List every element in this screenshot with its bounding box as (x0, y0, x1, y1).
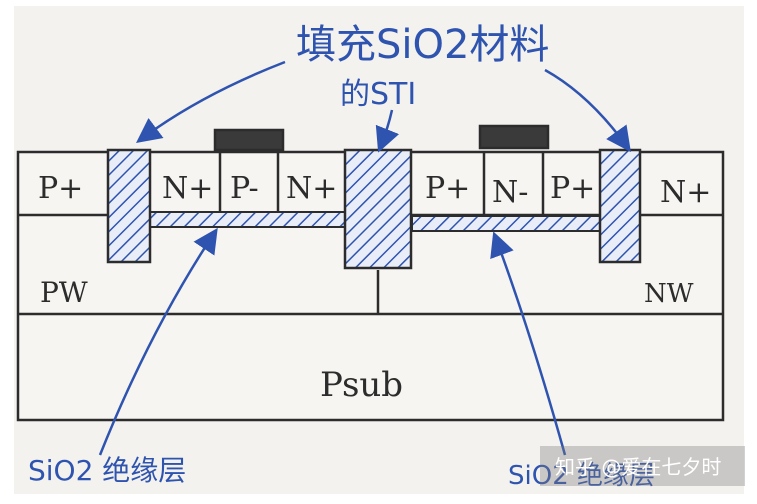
arrow-to-right-sti (544, 68, 631, 153)
label-p-minus: P- (230, 171, 259, 206)
sti-trench-center (343, 148, 413, 270)
arrow-to-left-sti (135, 60, 286, 143)
annotation-oxide-left: SiO2 绝缘层 (28, 454, 186, 487)
buried-oxide-right (411, 215, 603, 232)
annotation-sti-line2: 的STI (340, 77, 416, 112)
sti-trench-right (598, 148, 642, 264)
arrow-to-center-sti (375, 109, 400, 153)
label-n-plus-3: N+ (660, 175, 711, 210)
label-p-plus-1: P+ (38, 171, 83, 206)
watermark-backdrop (540, 446, 745, 486)
gate-left (213, 128, 285, 152)
label-n-minus: N- (492, 175, 528, 210)
label-pw: PW (40, 276, 88, 309)
label-p-plus-2: P+ (425, 171, 470, 206)
label-p-plus-3: P+ (550, 171, 595, 206)
label-n-plus-2: N+ (286, 171, 337, 206)
label-nw: NW (644, 279, 694, 309)
arrow-to-right-oxide (490, 231, 567, 456)
sti-trench-left (106, 148, 152, 264)
label-psub: Psub (320, 365, 403, 405)
gate-right (478, 124, 550, 150)
arrow-to-left-oxide (98, 227, 218, 456)
watermark: 知乎 @爱在七夕时 (555, 455, 721, 479)
buried-oxide-left (147, 211, 349, 228)
annotation-sti-line1: 填充SiO2材料 (296, 22, 549, 68)
label-n-plus-1: N+ (162, 171, 213, 206)
annotation-oxide-right: SiO2 绝缘层 (508, 461, 655, 491)
annotation-arrows (98, 60, 631, 456)
